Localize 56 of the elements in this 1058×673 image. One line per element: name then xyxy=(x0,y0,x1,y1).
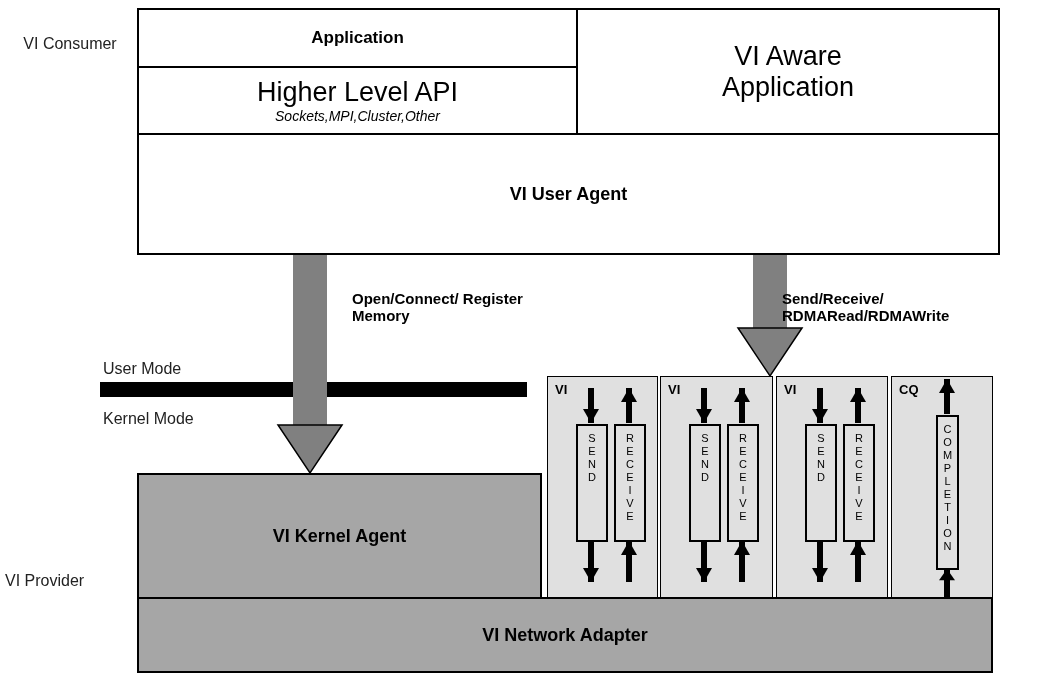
queue-panel xyxy=(891,376,993,599)
queue-panel xyxy=(547,376,658,599)
layer-box xyxy=(576,8,1000,135)
arrow xyxy=(939,569,955,597)
queue-box xyxy=(843,424,875,542)
queue-box xyxy=(727,424,759,542)
queue-box xyxy=(576,424,608,542)
layer-box xyxy=(137,597,993,673)
arrow xyxy=(621,388,637,423)
panel-heading: VI xyxy=(668,382,681,397)
layer-subtitle: Sockets,MPI,Cluster,Other xyxy=(275,108,440,124)
arrow xyxy=(734,388,750,423)
queue-name: COMPLETION xyxy=(941,423,954,553)
layer-name: VI Kernel Agent xyxy=(272,525,407,547)
panel-heading: CQ xyxy=(899,382,919,397)
arrow xyxy=(850,541,866,582)
queue-box xyxy=(805,424,837,542)
layer-name: VI Aware Application xyxy=(720,40,856,103)
edge-label: Open/Connect/ Register Memory xyxy=(352,290,524,324)
edge-label: Send/Receive/ RDMARead/RDMAWrite xyxy=(782,290,951,324)
queue-name: SEND xyxy=(699,432,711,484)
arrow xyxy=(812,541,828,582)
queue-name: RECEIVE xyxy=(624,432,636,523)
layer-name: Higher Level API xyxy=(256,77,459,108)
queue-name: SEND xyxy=(586,432,598,484)
layer-name: VI Network Adapter xyxy=(482,624,648,646)
layer-box xyxy=(137,133,1000,255)
queue-box xyxy=(936,415,959,570)
layer-box xyxy=(137,473,542,599)
layer-name: VI User Agent xyxy=(509,183,628,205)
arrow xyxy=(696,541,712,582)
side-label: User Mode xyxy=(103,360,183,378)
arrow xyxy=(621,541,637,582)
layer-box xyxy=(137,8,578,68)
block-arrow xyxy=(737,255,803,377)
layer-name: Application xyxy=(311,28,404,48)
arrow xyxy=(696,388,712,423)
panel-heading: VI xyxy=(784,382,797,397)
arrow xyxy=(583,388,599,423)
queue-panel xyxy=(776,376,888,599)
arrow xyxy=(850,388,866,423)
side-label: VI Consumer xyxy=(22,35,118,53)
panel-heading: VI xyxy=(555,382,568,397)
side-label: VI Provider xyxy=(5,572,86,590)
arrow xyxy=(583,541,599,582)
queue-box xyxy=(614,424,646,542)
queue-box xyxy=(689,424,721,542)
queue-panel xyxy=(660,376,773,599)
arrow xyxy=(812,388,828,423)
block-arrow xyxy=(277,255,343,474)
queue-name: SEND xyxy=(815,432,827,484)
side-label: Kernel Mode xyxy=(103,410,195,428)
queue-name: RECEIVE xyxy=(737,432,749,523)
arrow xyxy=(734,541,750,582)
queue-name: RECEIVE xyxy=(853,432,865,523)
arrow xyxy=(939,379,955,414)
